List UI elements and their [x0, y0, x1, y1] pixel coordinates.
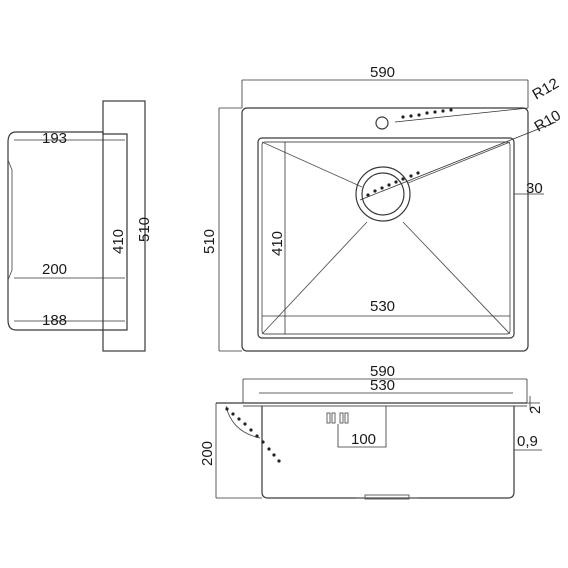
label-front-bowl-width: 530	[370, 377, 395, 394]
label-bowl-height: 410	[269, 231, 286, 256]
front-leader-dots	[225, 407, 281, 463]
front-view: 590 530 200 100 2 0,9	[199, 363, 544, 500]
tap-hole-icon	[375, 116, 389, 130]
bowl-slope-line	[261, 221, 368, 335]
r10-leader-line	[359, 121, 557, 201]
overflow-width-dim	[337, 406, 387, 448]
label-overflow-width: 100	[351, 431, 376, 448]
side-view-bowl-profile	[7, 131, 128, 331]
label-flange-height: 2	[527, 406, 544, 414]
side-view-outer-frame	[102, 100, 146, 352]
drain-inner-ring	[361, 172, 405, 216]
sink-outer-outline	[241, 107, 529, 352]
label-side-mid-depth: 200	[42, 261, 67, 278]
r12-leader-line	[394, 107, 529, 123]
label-wall-thickness: 0,9	[517, 433, 538, 450]
label-side-top-depth: 193	[42, 130, 67, 147]
bowl-slope-line	[407, 141, 511, 184]
label-side-inner-height: 410	[110, 229, 127, 254]
label-drain-offset: 30	[526, 180, 543, 197]
label-outer-height: 510	[201, 229, 218, 254]
label-bowl-corner-radius: R10	[532, 107, 564, 135]
top-view: 590 R12 R10 30 510 410 530	[201, 64, 564, 352]
side-view-edge	[7, 159, 13, 281]
label-front-outer-width: 590	[370, 363, 395, 380]
bowl-outline	[257, 137, 515, 339]
label-front-depth: 200	[199, 441, 216, 466]
bowl-slope-line	[261, 141, 363, 188]
label-bowl-width: 530	[370, 298, 395, 315]
overflow-slots-icon	[326, 412, 349, 424]
side-view: 193 200 188 410 510	[7, 100, 153, 352]
front-drain-pipe	[364, 494, 410, 500]
label-top-width: 590	[370, 64, 395, 81]
r10-leader-dots	[366, 171, 420, 197]
bowl-inner-outline	[261, 141, 511, 335]
front-bowl-body	[261, 406, 515, 499]
drain-outer-ring	[355, 166, 411, 222]
label-side-outer-height: 510	[136, 217, 153, 242]
label-top-corner-radius: R12	[530, 75, 562, 103]
front-curve	[225, 405, 261, 439]
bowl-slope-line	[402, 221, 511, 335]
r12-leader-dots	[401, 108, 453, 119]
label-side-bottom-depth: 188	[42, 312, 67, 329]
